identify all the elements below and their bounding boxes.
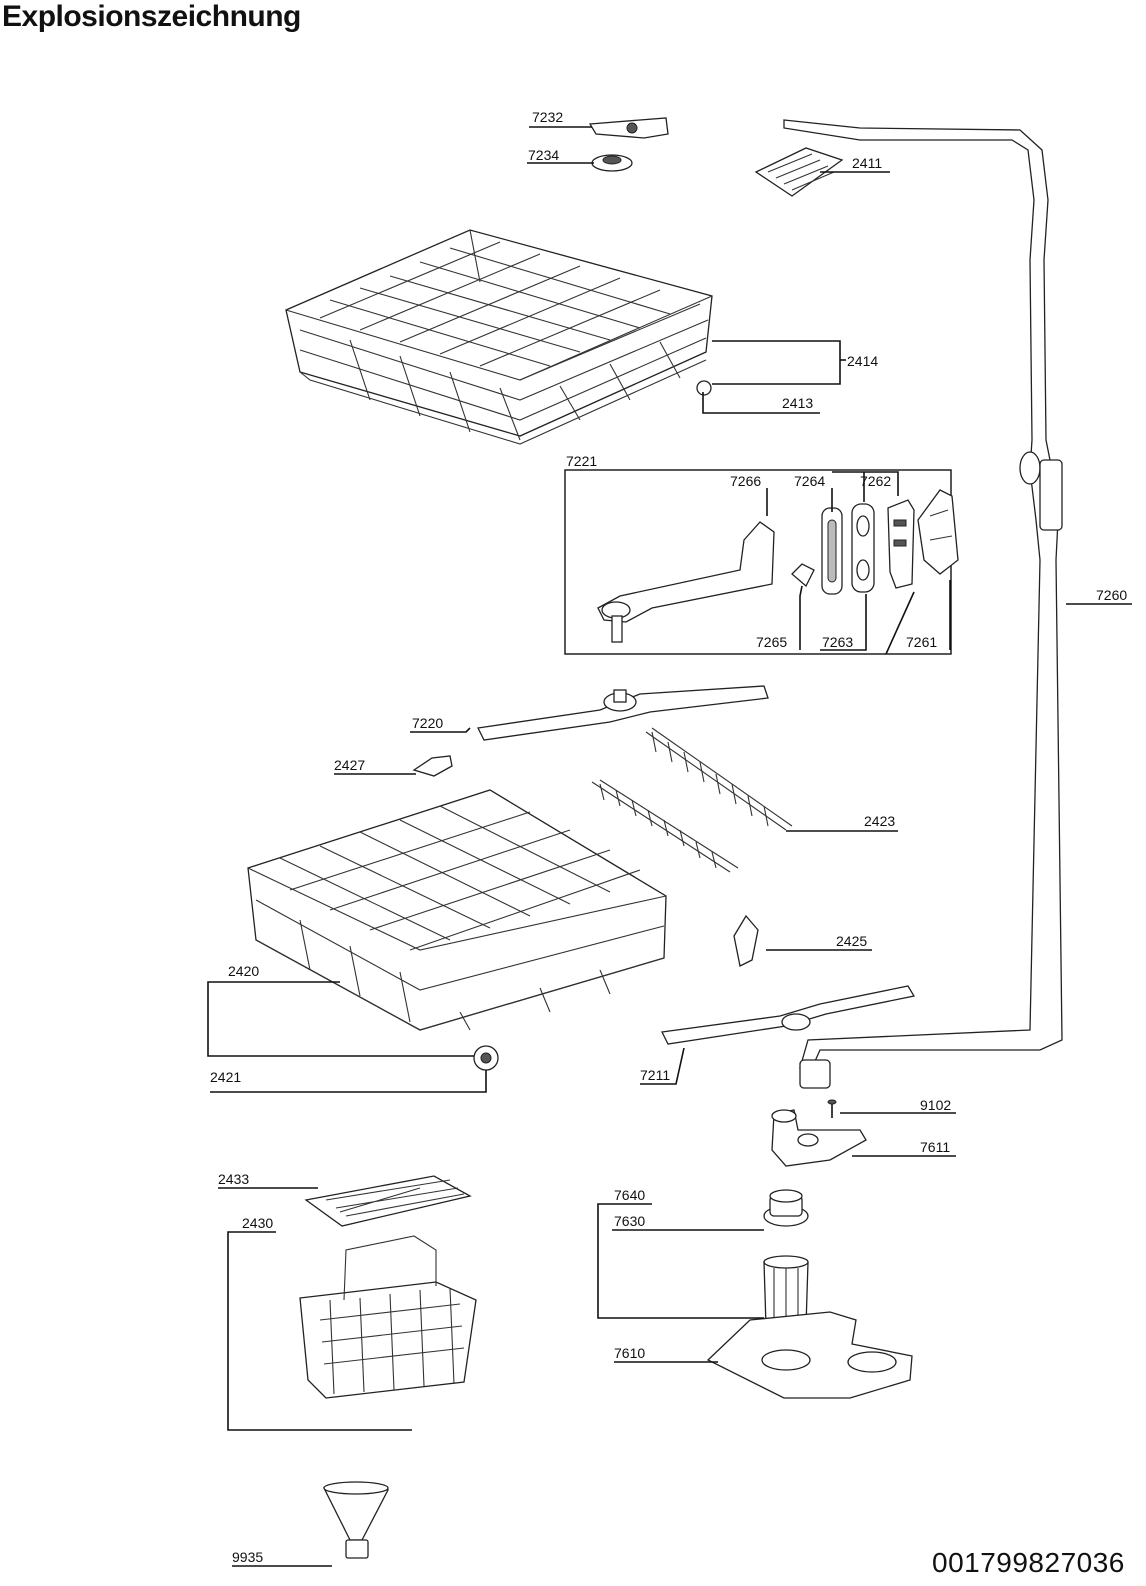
- water-pipe-drawing: [783, 119, 1063, 1089]
- label-7611: 7611: [920, 1139, 950, 1155]
- part-7263-drawing: [851, 503, 875, 593]
- part-7264-drawing: [821, 507, 843, 595]
- leader-lines: [207, 126, 1132, 1567]
- part-7232-drawing: [588, 117, 669, 139]
- part-2425-drawing: [733, 914, 759, 967]
- label-7262: 7262: [860, 473, 891, 489]
- label-7264: 7264: [794, 473, 825, 489]
- label-7263: 7263: [822, 634, 853, 650]
- label-7221: 7221: [566, 453, 597, 469]
- part-7266-drawing: [597, 521, 775, 643]
- part-7640-drawing: [763, 1189, 809, 1227]
- label-2430: 2430: [242, 1215, 273, 1231]
- label-7211: 7211: [640, 1067, 670, 1083]
- label-7265: 7265: [756, 634, 787, 650]
- label-2420: 2420: [228, 963, 259, 979]
- label-9102: 9102: [920, 1097, 951, 1113]
- label-7640: 7640: [614, 1187, 645, 1203]
- part-9102-drawing: [827, 1099, 837, 1118]
- part-7234-drawing: [591, 154, 633, 172]
- part-2430-drawing: [299, 1235, 477, 1399]
- label-7220: 7220: [412, 715, 443, 731]
- upper-spray-arm-drawing: [477, 685, 769, 741]
- part-7261-drawing: [917, 489, 959, 575]
- part-2427-drawing: [412, 755, 453, 777]
- label-7630: 7630: [614, 1213, 645, 1229]
- part-labels: 7232 7234 2411 2414 2413 7221 7266 7264 …: [210, 109, 1127, 1565]
- label-2423: 2423: [864, 813, 895, 829]
- label-7610: 7610: [614, 1345, 645, 1361]
- part-7611-drawing: [771, 1109, 867, 1167]
- label-7234: 7234: [528, 147, 559, 163]
- page-title: Explosionszeichnung: [2, 0, 301, 33]
- part-7610-drawing: [706, 1311, 913, 1399]
- tine-rack-drawing: [591, 727, 793, 873]
- label-2413: 2413: [782, 395, 813, 411]
- label-7261: 7261: [906, 634, 937, 650]
- lower-spray-arm-drawing: [661, 985, 916, 1045]
- label-9935: 9935: [232, 1549, 263, 1565]
- label-2411: 2411: [852, 155, 882, 171]
- part-2433-drawing: [304, 1175, 472, 1227]
- upper-basket-drawing: [285, 229, 713, 445]
- part-2421-drawing: [473, 1045, 499, 1071]
- label-7232: 7232: [532, 109, 563, 125]
- label-2433: 2433: [218, 1171, 249, 1187]
- label-7266: 7266: [730, 473, 761, 489]
- label-2425: 2425: [836, 933, 867, 949]
- label-2427: 2427: [334, 757, 365, 773]
- part-7265-drawing: [791, 563, 815, 588]
- label-2414: 2414: [847, 353, 878, 369]
- label-7260: 7260: [1096, 587, 1127, 603]
- part-7630-drawing: [763, 1255, 809, 1327]
- part-7262-drawing: [887, 499, 915, 589]
- document-number: 001799827036: [932, 1547, 1125, 1578]
- part-2411-drawing: [754, 147, 844, 197]
- lower-basket-drawing: [247, 789, 667, 1031]
- part-9935-drawing: [322, 1481, 390, 1559]
- label-2421: 2421: [210, 1069, 241, 1085]
